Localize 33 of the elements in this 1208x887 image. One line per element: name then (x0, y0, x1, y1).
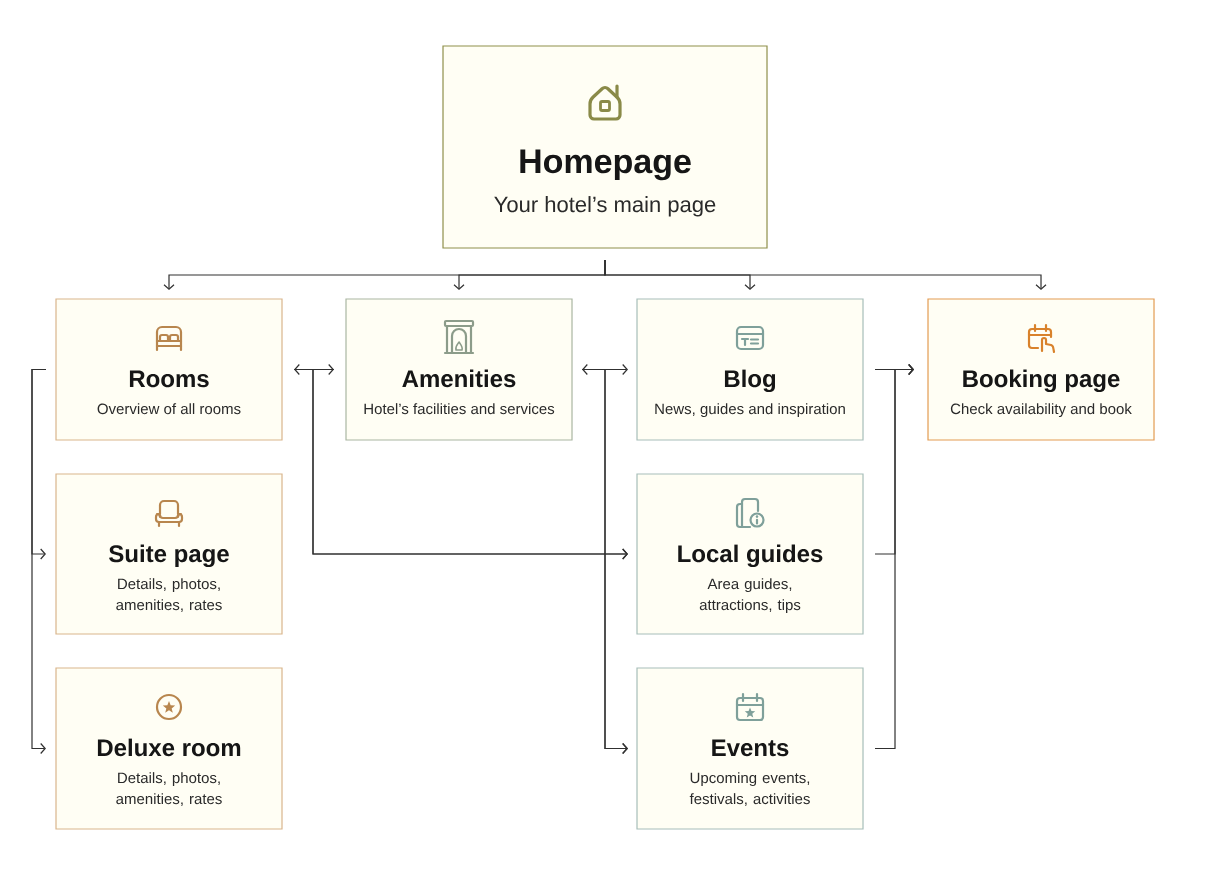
page-description: Details, photos, amenities, rates (116, 772, 222, 806)
page-title: Rooms (129, 370, 209, 388)
page-box (345, 298, 573, 441)
page-description: Hotel’s facilities and services (364, 403, 555, 415)
connector-arrow (874, 363, 914, 750)
connector-arrow (294, 363, 334, 376)
page-title: Suite page (109, 544, 229, 568)
page-title: Booking page (963, 369, 1120, 393)
page-title: Events (712, 739, 789, 757)
page-description: Area guides, attractions, tips (699, 578, 801, 614)
page-box (927, 298, 1155, 441)
connector-arrow (582, 363, 628, 376)
page-description: Upcoming events, festivals, activities (689, 772, 810, 806)
page-title: Blog (724, 369, 776, 393)
page-title: Amenities (402, 369, 516, 388)
connector-arrow (604, 259, 1047, 290)
page-description: News, guides and inspiration (655, 403, 845, 418)
connector-arrow (31, 368, 47, 755)
page-title: Deluxe room (97, 738, 241, 757)
page-description: Check availability and book (950, 403, 1132, 418)
page-description: Overview of all rooms (97, 403, 241, 415)
page-box (55, 298, 283, 441)
page-box (55, 667, 283, 830)
page-description: Details, photos, amenities, rates (116, 578, 222, 612)
page-description: Your hotel’s main page (494, 196, 716, 217)
page-title: Local guides (678, 544, 823, 568)
page-title: Homepage (520, 149, 691, 181)
page-box (636, 667, 864, 830)
page-box (55, 473, 283, 635)
page-box (636, 473, 864, 635)
connector-arrow (604, 368, 628, 755)
page-box (636, 298, 864, 441)
page-box (442, 45, 768, 249)
